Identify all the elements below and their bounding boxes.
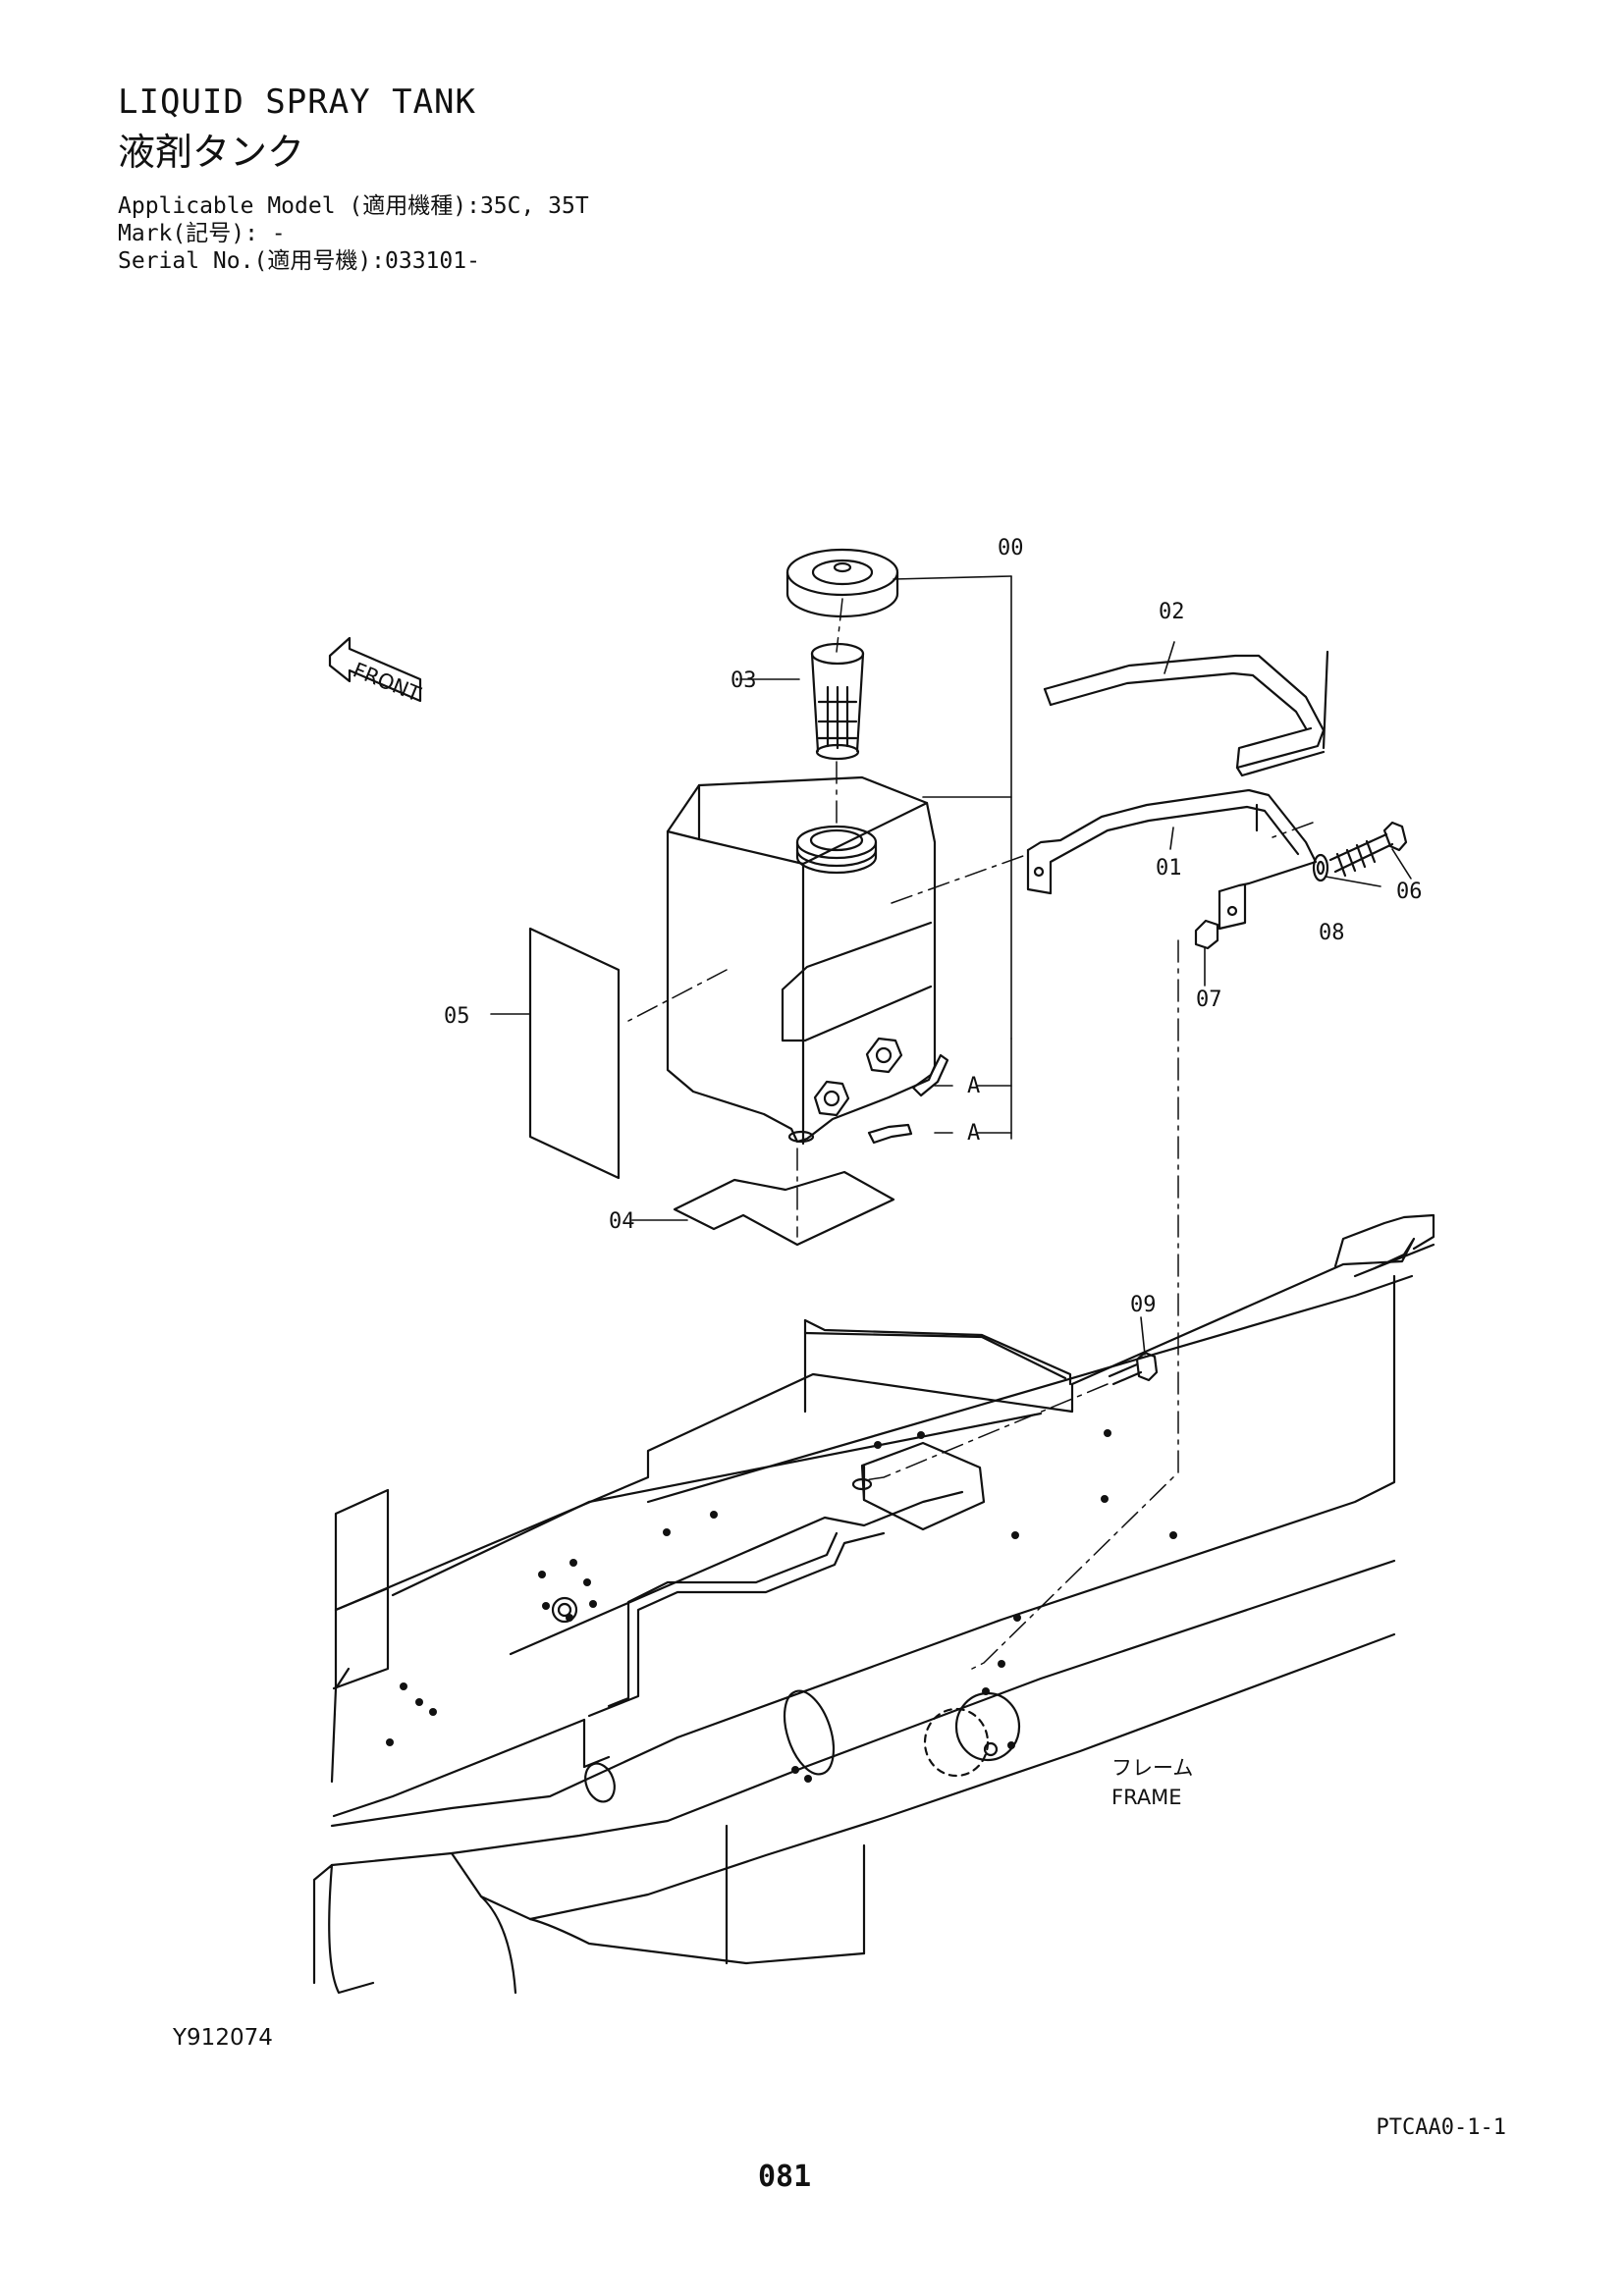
- callout-06: 06: [1396, 880, 1423, 904]
- ref-a-lower: A: [967, 1121, 980, 1146]
- callout-09: 09: [1130, 1293, 1157, 1317]
- strainer-part-03: [810, 642, 865, 761]
- leader-lines: [490, 575, 1412, 1356]
- ref-a-upper: A: [967, 1074, 980, 1098]
- callout-04: 04: [609, 1209, 635, 1234]
- band-part-02: [1043, 650, 1329, 777]
- callout-07: 07: [1196, 988, 1222, 1012]
- page-code: PTCAA0-1-1: [1376, 2115, 1506, 2140]
- pad-part-04: [673, 1170, 895, 1247]
- callout-05: 05: [444, 1004, 470, 1029]
- front-arrow-icon: [328, 636, 422, 703]
- washer-part-08: [1312, 853, 1329, 882]
- liquid-spray-tank: [666, 775, 949, 1146]
- tank-cap: [785, 548, 899, 618]
- page-title-japanese: 液剤タンク: [118, 131, 305, 174]
- mark: Mark(記号): -: [118, 221, 286, 246]
- centre-lines: [627, 598, 1314, 1670]
- callout-08: 08: [1319, 921, 1345, 945]
- page-number: 081: [758, 2160, 812, 2194]
- pad-part-05: [528, 927, 621, 1180]
- nut-part-07: [1194, 919, 1219, 950]
- machine-frame: [312, 1213, 1435, 1995]
- serial-number: Serial No.(適用号機):033101-: [118, 248, 480, 274]
- tank-fitting-lower: [813, 1080, 913, 1145]
- frame-label: FRAME: [1111, 1786, 1182, 1809]
- callout-00: 00: [998, 536, 1024, 561]
- page-title: LIQUID SPRAY TANK: [118, 82, 476, 122]
- callout-01: 01: [1156, 856, 1182, 881]
- applicable-model: Applicable Model (適用機種):35C, 35T: [118, 193, 589, 219]
- bolt-part-06: [1328, 821, 1408, 878]
- callout-02: 02: [1159, 600, 1185, 624]
- drawing-number: Y912074: [173, 2025, 273, 2051]
- band-part-01: [1026, 788, 1318, 931]
- tank-fitting-upper: [865, 1037, 949, 1097]
- callout-03: 03: [731, 668, 757, 693]
- frame-label-japanese: フレーム: [1111, 1756, 1193, 1780]
